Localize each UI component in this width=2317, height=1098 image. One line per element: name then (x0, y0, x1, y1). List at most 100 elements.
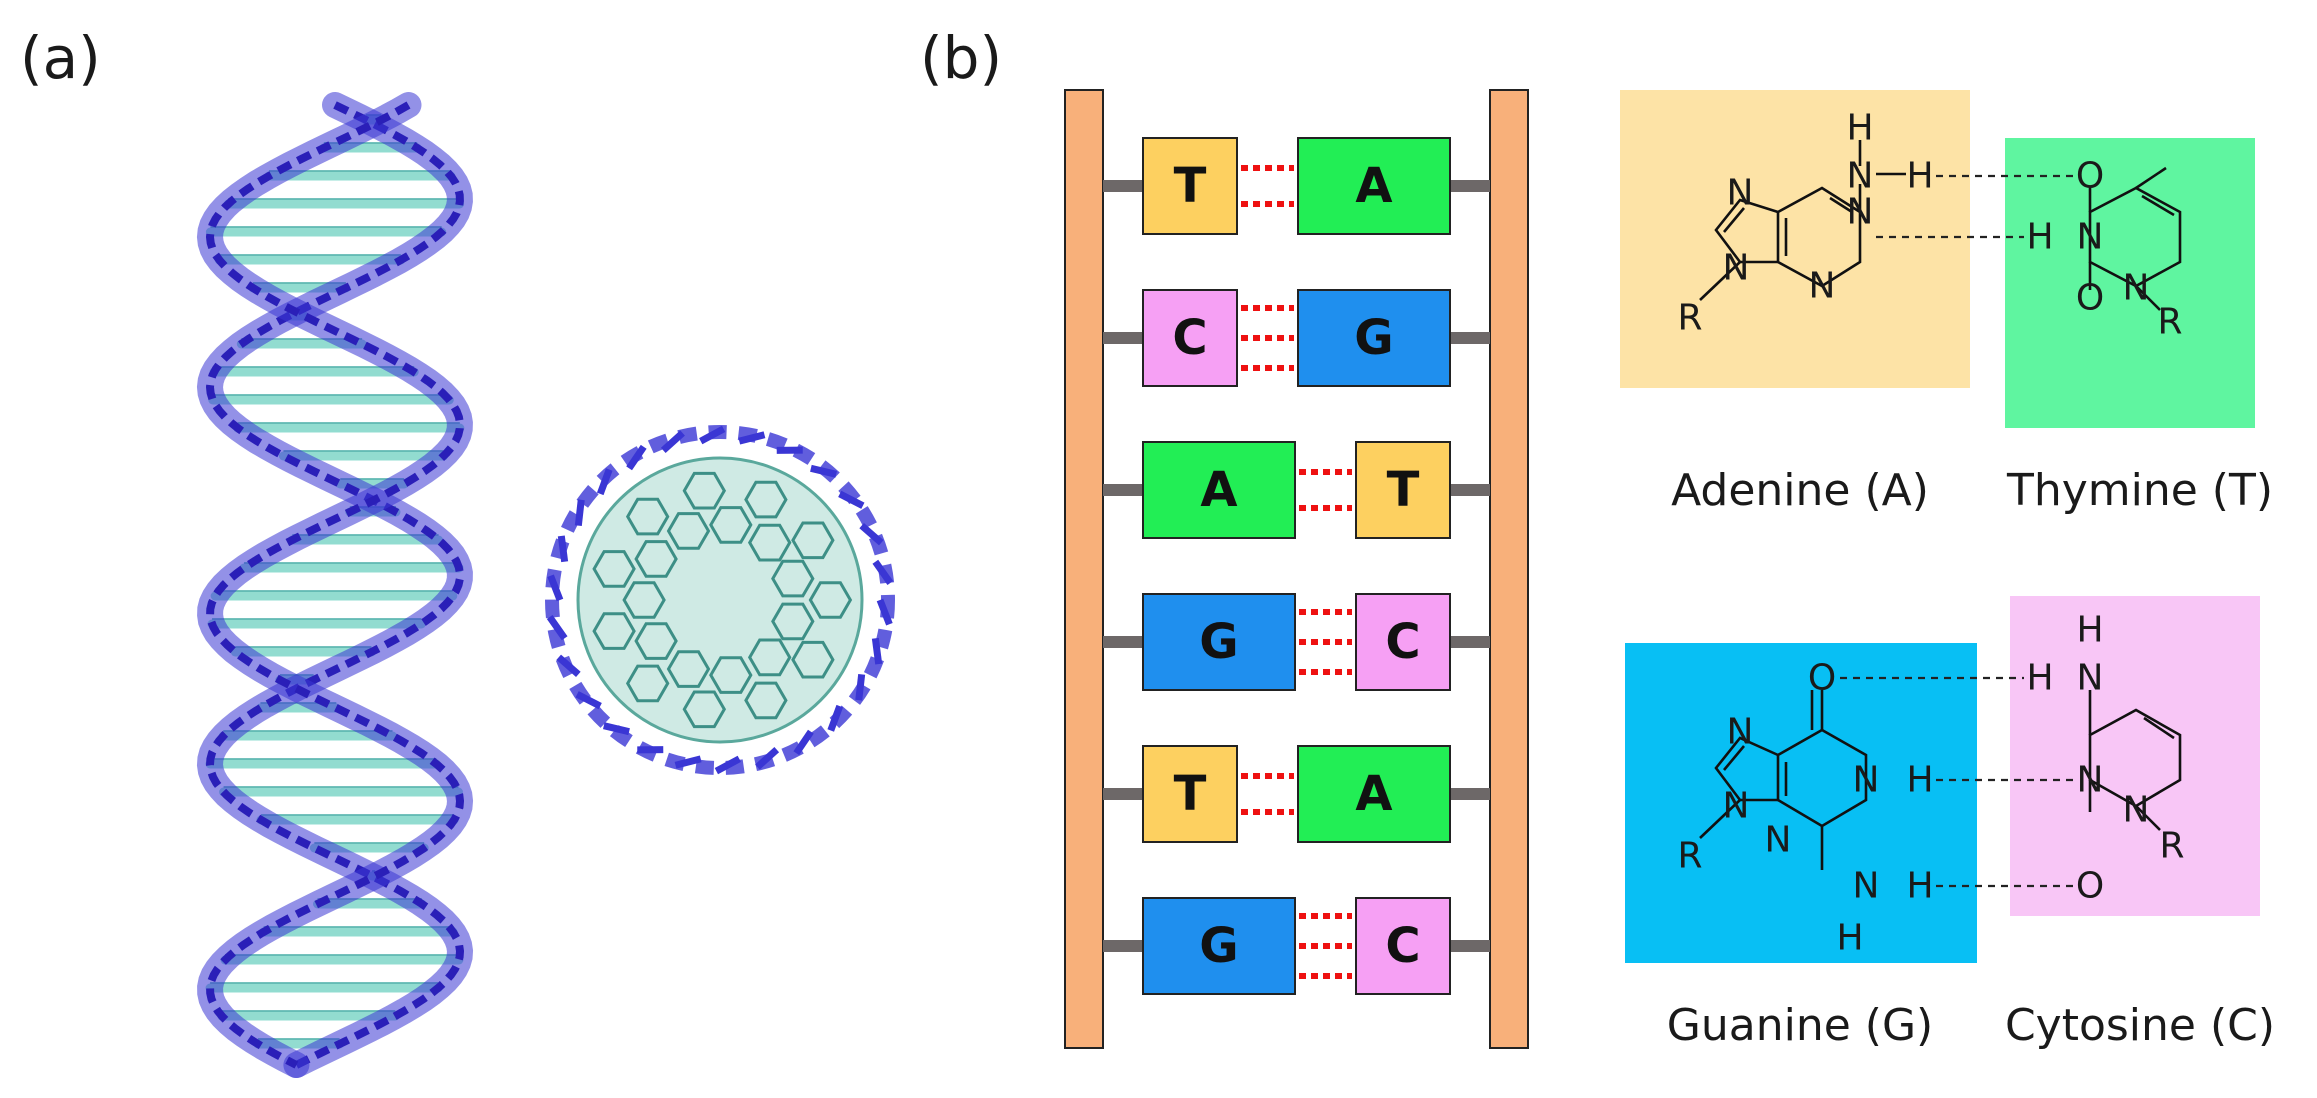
cluster-hexagon (622, 581, 666, 619)
cluster-strand (871, 637, 883, 665)
base-label: C (1385, 614, 1420, 670)
guanine-caption: Guanine (G) (1667, 1000, 1933, 1051)
adenine-structure: N N N N N H H R (1677, 108, 1933, 339)
cluster-hexagon (682, 690, 727, 729)
base-box-g (1297, 289, 1451, 387)
cytosine-structure-box (2010, 596, 2260, 916)
cluster-strand (574, 499, 585, 527)
cluster-hexagon (709, 506, 753, 544)
cluster-strand (699, 425, 726, 445)
thymine-o2: O (2076, 278, 2104, 319)
panel-a-label: (a) (20, 24, 101, 92)
cytosine-n4: N (2077, 658, 2104, 699)
guanine-n1: N (1853, 760, 1880, 801)
cytosine-r: R (2159, 826, 2184, 867)
base-box-g (1142, 593, 1296, 691)
thymine-structure: O N H O N R (2026, 156, 2182, 343)
cytosine-structure: N H H N O N R (2026, 610, 2184, 907)
adenine-r: R (1677, 298, 1702, 339)
cluster-hexagon (634, 622, 678, 660)
base-box-a (1142, 441, 1296, 539)
base-label: G (1354, 310, 1393, 366)
cluster-hexagon (744, 681, 788, 720)
cluster-strand (596, 468, 613, 496)
cluster-hexagon (747, 523, 792, 562)
guanine-o6: O (1808, 658, 1836, 699)
base-label: A (1355, 158, 1392, 214)
cluster-hexagon (747, 638, 792, 677)
guanine-structure: O N N N H N N H H R (1677, 658, 1933, 959)
cluster-strand (557, 535, 569, 563)
cluster-strand (876, 598, 893, 626)
helix-backbone-detail (205, 101, 465, 1069)
guanine-h2: H (1906, 866, 1933, 907)
base-label: T (1174, 158, 1207, 214)
cluster-hexagon (666, 512, 711, 550)
adenine-n9: N (1723, 248, 1750, 289)
cluster-strand (872, 559, 894, 585)
cluster-hexagon (634, 540, 678, 578)
base-label: A (1355, 766, 1392, 822)
thymine-r: R (2157, 302, 2182, 343)
adenine-n6: N (1847, 156, 1874, 197)
base-label: G (1199, 918, 1238, 974)
guanine-n7: N (1727, 712, 1754, 753)
base-box-g (1142, 897, 1296, 995)
cluster-hexagon (625, 664, 670, 703)
cluster-strand (626, 444, 647, 471)
thymine-o4: O (2076, 156, 2104, 197)
cluster-strand (575, 691, 602, 710)
cluster-hexagon (791, 640, 835, 679)
cluster-strand (738, 431, 766, 445)
cluster-hexagon (682, 471, 727, 510)
base-label: A (1200, 462, 1237, 518)
guanine-structure-box (1625, 643, 1977, 963)
adenine-n3: N (1809, 266, 1836, 307)
adenine-h-donor: H (1906, 156, 1933, 197)
base-box-c (1355, 897, 1451, 995)
adenine-n1: N (1847, 192, 1874, 233)
thymine-caption: Thymine (T) (2006, 465, 2273, 516)
thymine-n1: N (2123, 268, 2150, 309)
cluster-strand (546, 615, 568, 641)
base-box-t (1355, 441, 1451, 539)
cluster-strand (674, 755, 702, 769)
base-box-c (1142, 289, 1238, 387)
cytosine-caption: Cytosine (C) (2005, 1000, 2275, 1051)
cluster-hexagon (592, 612, 636, 650)
right-backbone-rail (1489, 89, 1529, 1049)
cytosine-o2: O (2076, 866, 2104, 907)
base-label: C (1385, 918, 1420, 974)
thymine-n3: N (2077, 217, 2104, 258)
cluster-strand (556, 654, 581, 677)
cluster-hexagon (771, 602, 815, 641)
guanine-h1: H (1906, 760, 1933, 801)
cluster-strand (714, 755, 741, 775)
adenine-n7: N (1727, 173, 1754, 214)
cluster-strand (810, 464, 837, 478)
cluster-strand (603, 722, 630, 736)
adenine-structure-box (1620, 90, 1970, 388)
guanine-n2: N (1853, 866, 1880, 907)
base-label: T (1174, 766, 1207, 822)
cluster-strand (660, 430, 685, 453)
cluster-hexagon (666, 650, 711, 688)
base-box-t (1142, 745, 1238, 843)
cluster-strand (838, 490, 865, 509)
left-backbone-rail (1064, 89, 1104, 1049)
base-box-c (1355, 593, 1451, 691)
thymine-h3: H (2026, 217, 2053, 258)
cluster-hexagon (771, 559, 815, 598)
base-label: C (1172, 310, 1207, 366)
guanine-r: R (1677, 836, 1702, 877)
dna-nanoparticle-cluster-model (545, 425, 895, 775)
cluster-hexagon (592, 550, 636, 588)
cytosine-h4b: H (2026, 658, 2053, 699)
